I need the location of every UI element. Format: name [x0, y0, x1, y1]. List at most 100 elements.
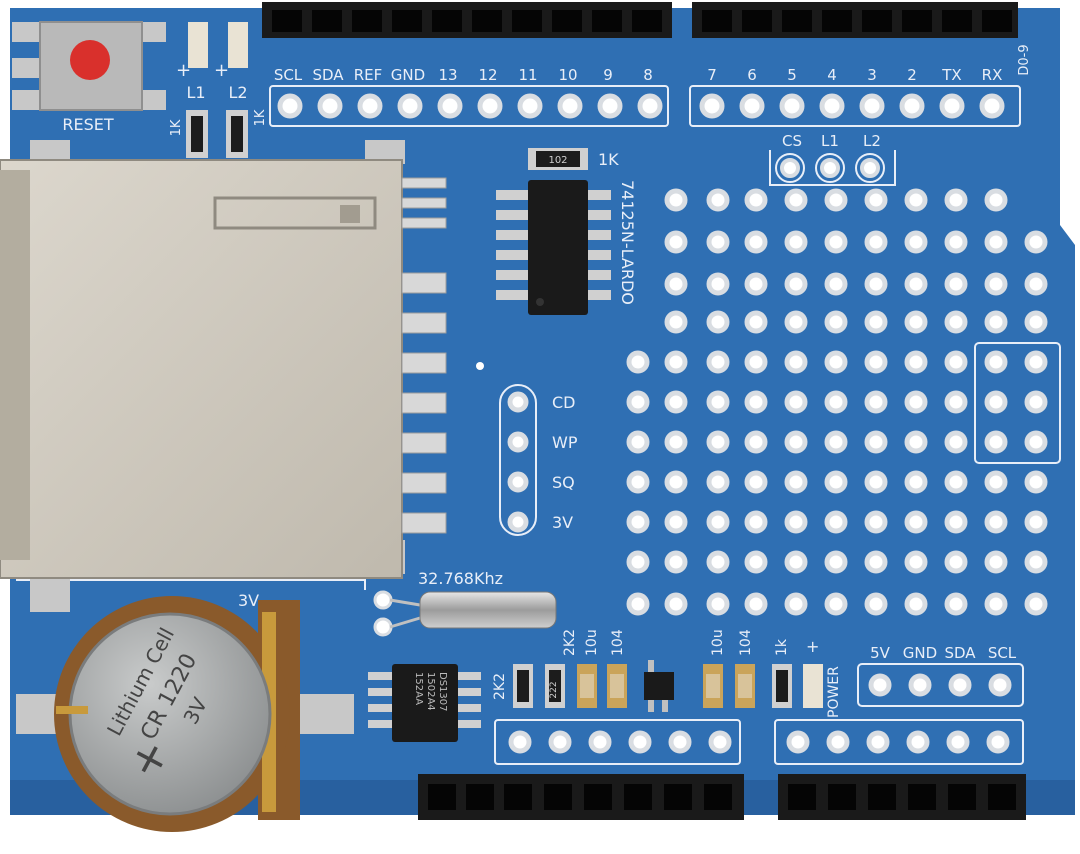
proto-hole: [824, 390, 848, 414]
led-resistors: 1K 1K: [169, 109, 268, 158]
proto-hole: [984, 470, 1008, 494]
proto-hole: [744, 272, 768, 296]
proto-hole: [944, 350, 968, 374]
reset-button: [12, 21, 166, 111]
svg-text:10: 10: [558, 66, 577, 84]
chip-label: 74125N-LARDO: [618, 180, 637, 305]
reset-label: RESET: [62, 115, 113, 134]
jumper-pads: CS L1 L2: [775, 132, 885, 183]
side-pins: CD WP SQ 3V: [476, 362, 578, 536]
proto-hole: [744, 188, 768, 212]
proto-hole: [984, 510, 1008, 534]
proto-hole: [824, 510, 848, 534]
svg-text:8: 8: [643, 66, 653, 84]
proto-hole: [706, 188, 730, 212]
svg-text:104: 104: [738, 629, 754, 656]
svg-text:2K2: 2K2: [562, 629, 578, 656]
bottom-header-power: [418, 774, 744, 820]
reset-cap: [70, 40, 110, 80]
svg-text:9: 9: [603, 66, 613, 84]
proto-hole: [864, 592, 888, 616]
rtc-chip: DS1307 1502A4 152AA: [368, 664, 481, 742]
proto-hole: [864, 550, 888, 574]
top-pin-pads: [277, 93, 1005, 119]
proto-hole: [744, 592, 768, 616]
proto-hole: [824, 188, 848, 212]
proto-hole: [904, 230, 928, 254]
proto-hole: [706, 510, 730, 534]
proto-hole: [744, 470, 768, 494]
proto-hole: [1024, 390, 1048, 414]
proto-hole: [744, 310, 768, 334]
proto-hole: [664, 188, 688, 212]
svg-text:3V: 3V: [552, 513, 573, 532]
proto-hole: [824, 592, 848, 616]
svg-text:L1: L1: [821, 132, 839, 150]
svg-text:WP: WP: [552, 433, 578, 452]
proto-hole: [706, 350, 730, 374]
top-header-left: [262, 2, 672, 38]
proto-hole: [744, 510, 768, 534]
proto-hole: [984, 592, 1008, 616]
proto-hole: [664, 230, 688, 254]
svg-text:1502A4: 1502A4: [425, 672, 436, 711]
proto-hole: [706, 310, 730, 334]
proto-hole: [904, 470, 928, 494]
proto-hole: [904, 272, 928, 296]
silkscreen-outlines: [16, 85, 1061, 765]
proto-hole: [784, 350, 808, 374]
proto-hole: [784, 390, 808, 414]
proto-hole: [744, 230, 768, 254]
proto-hole: [744, 350, 768, 374]
proto-hole: [706, 390, 730, 414]
proto-hole: [784, 430, 808, 454]
proto-hole: [944, 510, 968, 534]
proto-hole: [664, 510, 688, 534]
proto-hole: [824, 272, 848, 296]
svg-text:152AA: 152AA: [413, 672, 424, 705]
smd-labels: 2K2 2K2 10u 104 10u 104 1k + POWER: [492, 629, 842, 718]
i2c-header: 5V GND SDA SCL: [868, 644, 1017, 697]
proto-hole: [706, 430, 730, 454]
svg-text:+: +: [176, 60, 191, 81]
svg-text:1K: 1K: [253, 109, 268, 126]
svg-text:L2: L2: [863, 132, 881, 150]
sd-card-slot: [0, 140, 447, 612]
proto-hole: [864, 430, 888, 454]
proto-hole: [944, 430, 968, 454]
svg-text:SCL: SCL: [988, 644, 1017, 662]
proto-hole: [664, 470, 688, 494]
led-indicators: + + L1 L2: [176, 22, 248, 102]
proto-hole: [1024, 510, 1048, 534]
proto-hole: [706, 230, 730, 254]
proto-hole: [864, 470, 888, 494]
svg-text:REF: REF: [354, 66, 383, 84]
proto-hole: [664, 430, 688, 454]
proto-hole: [784, 272, 808, 296]
proto-hole: [824, 230, 848, 254]
proto-hole: [626, 390, 650, 414]
proto-hole: [904, 592, 928, 616]
svg-text:5: 5: [787, 66, 797, 84]
svg-text:10u: 10u: [584, 629, 600, 656]
svg-text:CD: CD: [552, 393, 576, 412]
proto-hole: [944, 550, 968, 574]
svg-text:+: +: [806, 637, 819, 656]
proto-hole: [944, 592, 968, 616]
proto-hole: [706, 550, 730, 574]
top-pin-labels: SCL SDA REF GND 13 12 11 10 9 8 7 6 5 4 …: [274, 66, 1003, 84]
proto-hole: [984, 430, 1008, 454]
svg-text:7: 7: [707, 66, 717, 84]
bottom-header-analog: [778, 774, 1026, 820]
svg-text:12: 12: [478, 66, 497, 84]
proto-hole: [664, 272, 688, 296]
svg-text:SDA: SDA: [312, 66, 344, 84]
svg-text:32.768Khz: 32.768Khz: [418, 569, 503, 588]
proto-hole: [1024, 550, 1048, 574]
proto-hole: [664, 550, 688, 574]
svg-text:11: 11: [518, 66, 537, 84]
svg-text:SQ: SQ: [552, 473, 575, 492]
svg-text:TX: TX: [941, 66, 961, 84]
svg-text:SDA: SDA: [944, 644, 976, 662]
